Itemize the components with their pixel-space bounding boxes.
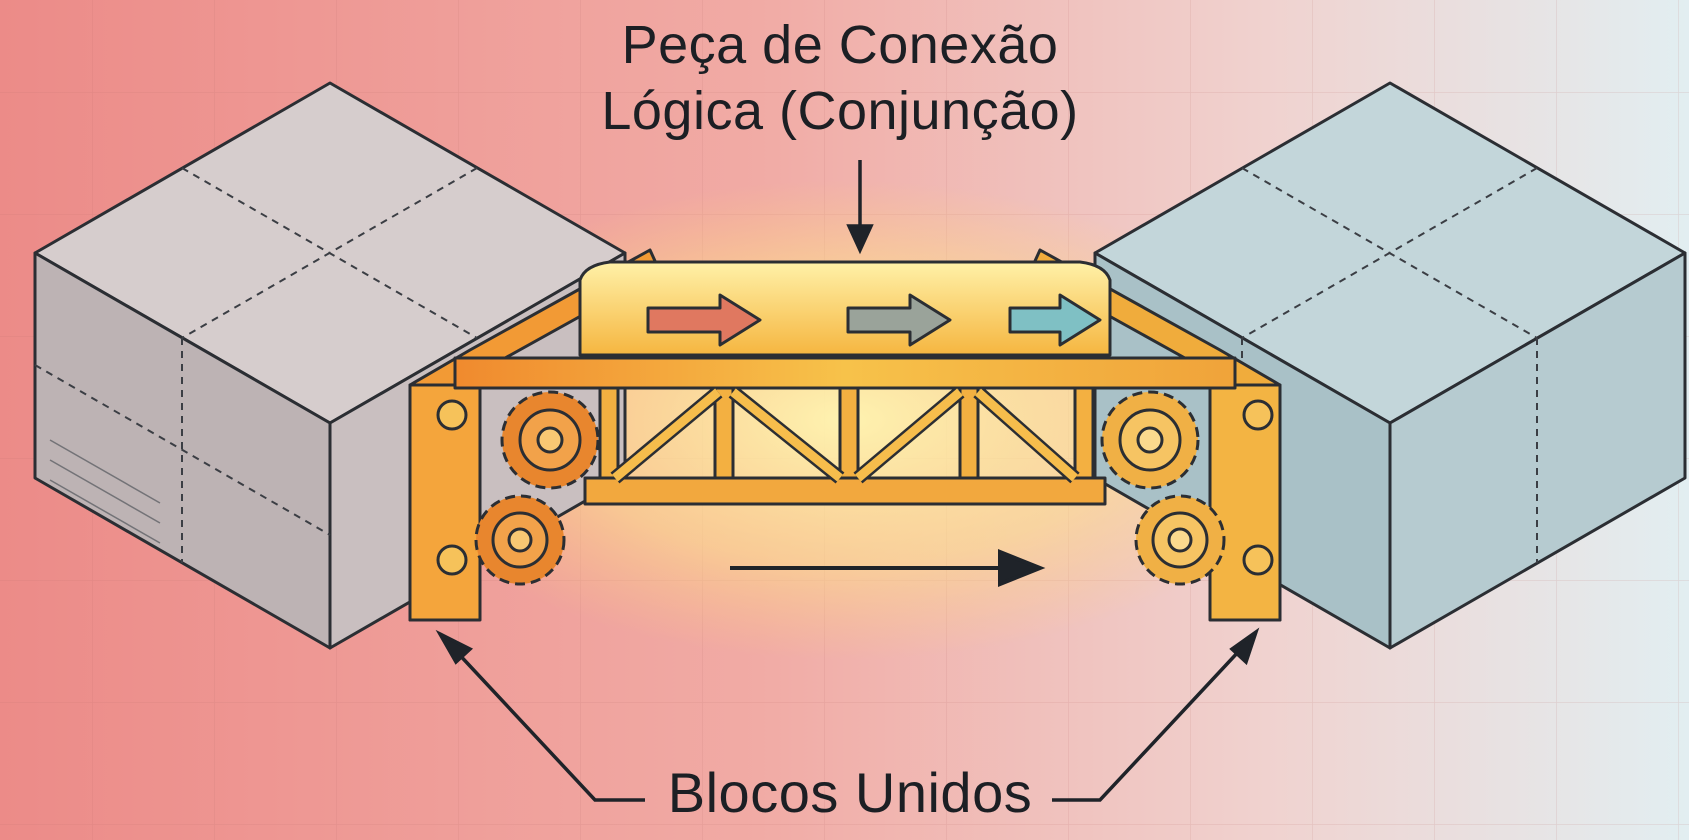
truss-diagonals-fill: [612, 388, 1078, 482]
down-arrow-icon: [846, 160, 874, 255]
right-block: [1093, 81, 1687, 650]
arrow-right-icon: [1008, 293, 1102, 347]
truss-members: [598, 386, 1095, 480]
truss-top-rail: [453, 356, 1237, 390]
gear-icon: [1100, 390, 1200, 490]
connector-label: Peça de Conexão Lógica (Conjunção): [560, 12, 1120, 144]
right-block-side: [1388, 251, 1687, 650]
gear-icon: [1134, 494, 1226, 586]
connector-label-line2: Lógica (Conjunção): [601, 81, 1079, 141]
joined-blocks-label: Blocos Unidos: [667, 761, 1033, 824]
connector-label-line1: Peça de Conexão: [621, 15, 1059, 75]
direction-arrow: [730, 549, 1046, 587]
truss-bottom-rail: [583, 476, 1107, 506]
gear-icon: [474, 494, 566, 586]
gear-icon: [500, 390, 600, 490]
right-pointer-arrow: [1052, 627, 1260, 802]
bolts: [436, 399, 1274, 576]
left-pointer-arrow: [435, 629, 645, 802]
arrow-right-icon: [646, 293, 762, 347]
arrow-right-icon: [846, 293, 952, 347]
